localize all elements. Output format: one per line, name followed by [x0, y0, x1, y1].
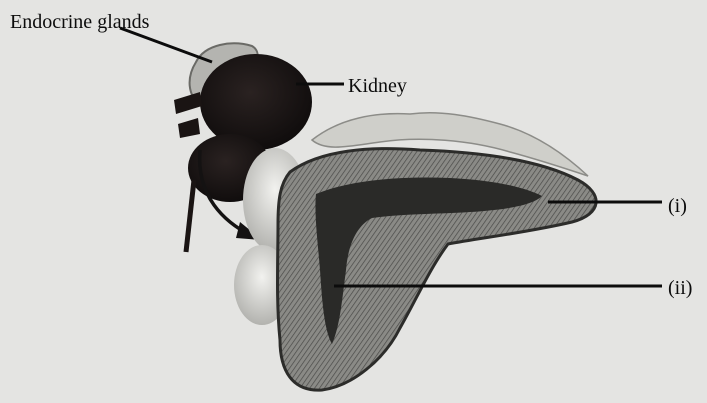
part-i-label: (i): [668, 196, 687, 216]
upper-kidney-shape: [200, 54, 312, 150]
part-ii-label: (ii): [668, 278, 692, 298]
endocrine-glands-label: Endocrine glands: [10, 12, 149, 32]
kidney-label: Kidney: [348, 76, 407, 96]
